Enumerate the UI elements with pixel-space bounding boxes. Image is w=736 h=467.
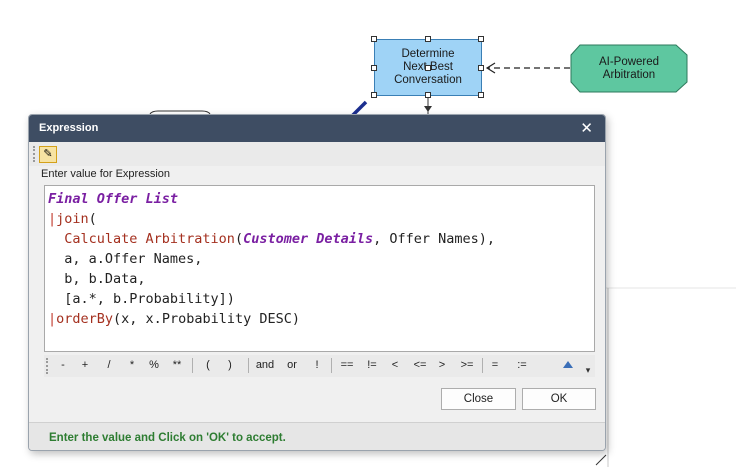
node-ai-label: AI-Powered Arbitration bbox=[598, 55, 660, 81]
operator-button[interactable]: >= bbox=[460, 359, 474, 371]
code-token: Calculate Arbitration bbox=[48, 231, 235, 247]
resize-handle[interactable] bbox=[425, 36, 431, 42]
operator-toolbar: - + / * % ** ( ) and or ! == != < <= > >… bbox=[44, 355, 595, 377]
operator-button[interactable]: ! bbox=[315, 359, 319, 371]
magic-wand-icon[interactable]: ✎ bbox=[39, 146, 57, 163]
node-determine-next-best-conversation[interactable]: Determine Next Best Conversation bbox=[371, 36, 484, 98]
node-ai-shape bbox=[570, 44, 688, 93]
operator-button[interactable]: ) bbox=[228, 359, 232, 371]
expression-prompt: Enter value for Expression bbox=[41, 168, 171, 180]
code-line: |join( bbox=[48, 209, 594, 229]
code-token: (x, x.Probability DESC) bbox=[113, 311, 300, 327]
separator bbox=[192, 358, 193, 373]
dialog-toolbar: ✎ bbox=[29, 142, 605, 166]
code-line: Final Offer List bbox=[48, 189, 594, 209]
resize-handle[interactable] bbox=[478, 36, 484, 42]
toolbar-grip[interactable] bbox=[33, 146, 37, 162]
operator-button[interactable]: != bbox=[367, 359, 377, 371]
operator-button[interactable]: and bbox=[255, 359, 275, 371]
operator-button[interactable]: * bbox=[129, 359, 135, 371]
expression-editor[interactable]: Final Offer List |join( Calculate Arbitr… bbox=[44, 185, 595, 352]
operator-button[interactable]: - bbox=[61, 359, 65, 371]
code-token: , Offer Names), bbox=[373, 231, 496, 247]
code-line: Calculate Arbitration(Customer Details, … bbox=[48, 229, 594, 249]
code-token: join bbox=[56, 211, 89, 227]
ok-button[interactable]: OK bbox=[522, 388, 596, 410]
separator bbox=[248, 358, 249, 373]
operator-button[interactable]: <= bbox=[413, 359, 427, 371]
operator-button[interactable]: / bbox=[107, 359, 111, 371]
chevron-up-icon[interactable] bbox=[563, 361, 573, 368]
status-bar: Enter the value and Click on 'OK' to acc… bbox=[29, 422, 605, 450]
close-icon[interactable]: ✕ bbox=[580, 120, 593, 137]
code-token: Final Offer List bbox=[48, 191, 179, 207]
code-token: Customer Details bbox=[243, 231, 374, 247]
resize-handle[interactable] bbox=[478, 92, 484, 98]
operator-button[interactable]: or bbox=[287, 359, 297, 371]
code-token: ( bbox=[88, 211, 97, 227]
chevron-down-icon[interactable]: ▾ bbox=[585, 365, 591, 375]
operator-button[interactable]: + bbox=[81, 359, 89, 371]
separator bbox=[331, 358, 332, 373]
node-ai-powered-arbitration[interactable]: AI-Powered Arbitration bbox=[570, 44, 688, 93]
code-token: orderBy bbox=[56, 311, 114, 327]
operator-button[interactable]: ( bbox=[206, 359, 210, 371]
code-line: b, b.Data, bbox=[48, 271, 146, 287]
operator-button[interactable]: > bbox=[438, 359, 446, 371]
separator bbox=[482, 358, 483, 373]
resize-handle[interactable] bbox=[425, 92, 431, 98]
code-line: [a.*, b.Probability]) bbox=[48, 291, 235, 307]
code-token: ( bbox=[234, 231, 244, 247]
code-line: a, a.Offer Names, bbox=[48, 251, 203, 267]
toolbar-grip[interactable] bbox=[46, 358, 50, 374]
status-message: Enter the value and Click on 'OK' to acc… bbox=[49, 432, 286, 444]
resize-handle[interactable] bbox=[425, 65, 431, 71]
operator-button[interactable]: = bbox=[491, 359, 499, 371]
expression-dialog: Expression ✕ ✎ Enter value for Expressio… bbox=[28, 114, 606, 451]
operator-button[interactable]: == bbox=[340, 359, 354, 371]
code-line: |orderBy(x, x.Probability DESC) bbox=[48, 309, 594, 329]
dialog-titlebar[interactable]: Expression ✕ bbox=[29, 115, 605, 142]
operator-button[interactable]: ** bbox=[172, 359, 182, 371]
operator-button[interactable]: := bbox=[517, 359, 527, 371]
resize-handle[interactable] bbox=[478, 65, 484, 71]
operator-button[interactable]: < bbox=[391, 359, 399, 371]
resize-handle[interactable] bbox=[371, 65, 377, 71]
operator-button[interactable]: % bbox=[149, 359, 159, 371]
code-token: | bbox=[48, 311, 57, 327]
node-main-label: Determine Next Best Conversation bbox=[394, 48, 462, 86]
close-button[interactable]: Close bbox=[441, 388, 516, 410]
code-token: | bbox=[48, 211, 57, 227]
resize-handle[interactable] bbox=[371, 92, 377, 98]
dialog-title: Expression bbox=[39, 122, 99, 134]
resize-handle[interactable] bbox=[371, 36, 377, 42]
